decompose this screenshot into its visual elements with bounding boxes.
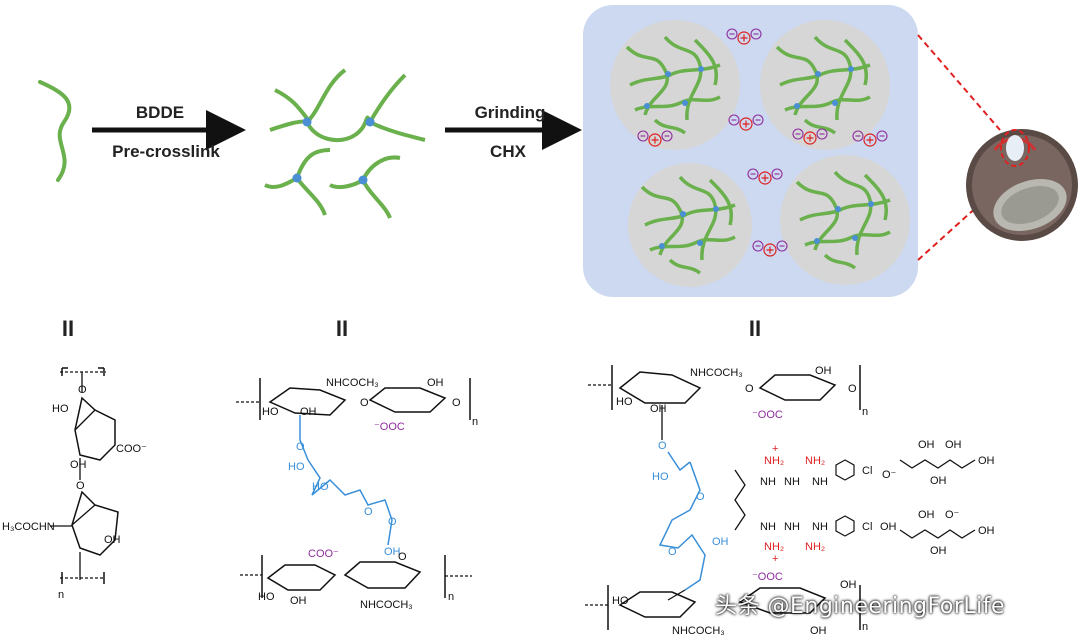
panel2-structure: NHCOCH₃ HO OH OH ⁻OOC O O n O HO HO O O … — [236, 377, 478, 611]
p3-g1-oh1: OH — [918, 439, 935, 451]
svg-text:O: O — [848, 383, 857, 395]
p3-nhac2: NHCOCH₃ — [672, 625, 725, 637]
p3-nh-d: NH — [760, 521, 776, 533]
p2-oh1: OH — [300, 406, 317, 418]
p2-o3: O — [364, 506, 373, 518]
p3-o2: O — [696, 491, 705, 503]
p3-g2-oh3: OH — [930, 545, 947, 557]
svg-text:O: O — [76, 480, 85, 492]
p2-oh3: O — [388, 516, 397, 528]
watermark: 头条 @EngineeringForLife — [715, 594, 1006, 619]
p2-o4: OH — [384, 546, 401, 558]
crosslinked-network — [264, 68, 426, 219]
p2-ho2: HO — [258, 591, 275, 603]
p2-o2: HO — [312, 481, 329, 493]
p2-n1: n — [472, 416, 478, 428]
p3-n1: n — [862, 406, 868, 418]
p2-coo2: COO⁻ — [308, 548, 339, 560]
p3-cl1: Cl — [862, 465, 872, 477]
p3-oh3: OH — [712, 536, 729, 548]
panel3-structure: NHCOCH₃ HO OH OH ⁻OOC O O n O HO O O OH … — [585, 365, 995, 637]
microgel-panel — [583, 5, 918, 297]
arrow-grinding: Grinding CHX — [445, 103, 582, 161]
p3-oh1: OH — [650, 403, 667, 415]
arrow2-label-top: Grinding — [475, 103, 546, 122]
svg-text:O: O — [452, 397, 461, 409]
p3-cl2: Cl — [862, 521, 872, 533]
p2-nhac2: NHCOCH₃ — [360, 599, 413, 611]
svg-text:O: O — [658, 440, 667, 452]
p3-nhac1: NHCOCH₃ — [690, 367, 743, 379]
p2-oh4: OH — [290, 595, 307, 607]
panel1-label: II — [62, 316, 74, 341]
p3-nh2-1: NH₂ — [764, 455, 784, 467]
p3-nh-b: NH — [784, 476, 800, 488]
p1-ho1: HO — [52, 403, 69, 415]
arrow1-label-bottom: Pre-crosslink — [112, 142, 220, 161]
p3-g1-oh4: OH — [978, 455, 995, 467]
p3-g2-oh2: O⁻ — [945, 509, 960, 521]
p3-nh-a: NH — [760, 476, 776, 488]
svg-text:O: O — [78, 384, 87, 396]
panel3-label: II — [749, 316, 761, 341]
arrow1-label-top: BDDE — [136, 103, 184, 122]
svg-text:O: O — [360, 397, 369, 409]
p3-nh-f: NH — [812, 521, 828, 533]
p1-oh1: OH — [70, 459, 87, 471]
p2-n2: n — [448, 591, 454, 603]
single-chain — [38, 80, 72, 182]
p3-oh6: OH — [840, 579, 857, 591]
p2-ho1: HO — [262, 406, 279, 418]
p2-oh2: OH — [427, 377, 444, 389]
p3-ho1: HO — [616, 396, 633, 408]
p3-ho3: HO — [612, 595, 629, 607]
svg-text:HO: HO — [288, 461, 305, 473]
p1-oh2: OH — [104, 534, 121, 546]
p3-n2: n — [862, 621, 868, 633]
p3-coo1: ⁻OOC — [752, 409, 783, 421]
svg-text:+: + — [772, 443, 778, 455]
p1-coo: COO⁻ — [116, 443, 147, 455]
p3-g2-oh4: OH — [978, 525, 995, 537]
p3-nh2-2: NH₂ — [805, 455, 825, 467]
p3-nh2-4: NH₂ — [805, 541, 825, 553]
p3-coo2: ⁻OOC — [752, 571, 783, 583]
p3-g2-oh1: OH — [918, 509, 935, 521]
arrow2-label-bottom: CHX — [490, 142, 527, 161]
p3-ho2: HO — [652, 471, 669, 483]
p1-n: n — [58, 589, 64, 601]
implant-photo — [966, 129, 1078, 241]
p3-nh-e: NH — [784, 521, 800, 533]
arrow-bdde: BDDE Pre-crosslink — [92, 103, 246, 161]
svg-text:+: + — [772, 553, 778, 565]
p3-g1-oh2: OH — [945, 439, 962, 451]
p3-oh5: OH — [810, 625, 827, 637]
panel2-label: II — [336, 316, 348, 341]
p1-nh: H₃COCHN — [2, 521, 55, 533]
p3-o3: O — [668, 546, 677, 558]
panel1-structure: O COO⁻ HO OH O H₃COCHN OH n — [2, 367, 147, 601]
p3-g2-o: OH — [880, 521, 897, 533]
p2-coo1: ⁻OOC — [374, 421, 405, 433]
p2-oh5: O — [398, 551, 407, 563]
svg-text:O: O — [745, 383, 754, 395]
p3-nh2-3: NH₂ — [764, 541, 784, 553]
p3-g1-o: O⁻ — [882, 469, 897, 481]
p2-nhac1: NHCOCH₃ — [326, 377, 379, 389]
p2-o-link1: O — [296, 441, 305, 453]
p3-nh-c: NH — [812, 476, 828, 488]
p3-oh2: OH — [815, 365, 832, 377]
p3-g1-oh3: OH — [930, 475, 947, 487]
